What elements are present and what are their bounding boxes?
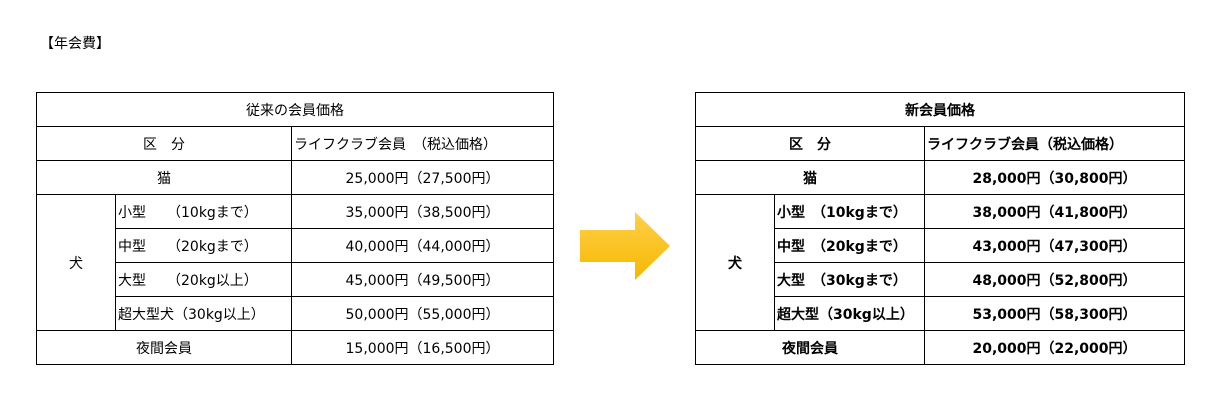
new-dog-size-price: 43,000円（47,300円） xyxy=(924,228,1185,263)
old-night-price: 15,000円（16,500円） xyxy=(290,330,555,365)
old-col-kubun: 区 分 xyxy=(36,126,292,161)
new-table-title: 新会員価格 xyxy=(695,92,1185,127)
table-row: 超大型（30kg以上） 53,000円（58,300円） xyxy=(696,296,1185,331)
table-row: 区 分 ライフクラブ会員（税込価格） xyxy=(695,126,1185,161)
new-col-price: ライフクラブ会員（税込価格） xyxy=(924,126,1185,161)
table-row: 犬 小型 （10kgまで） 35,000円（38,500円） xyxy=(36,194,555,331)
old-cat-price: 25,000円（27,500円） xyxy=(290,160,555,195)
table-row: 中型 （20kgまで） 40,000円（44,000円） xyxy=(37,228,555,263)
new-cat-price: 28,000円（30,800円） xyxy=(924,160,1185,195)
table-row: 夜間会員 20,000円（22,000円） xyxy=(695,330,1185,365)
old-dog-label: 犬 xyxy=(36,194,116,331)
new-dog-label: 犬 xyxy=(695,194,775,331)
old-dog-size-price: 45,000円（49,500円） xyxy=(290,262,555,297)
page-heading: 【年会費】 xyxy=(40,36,110,52)
new-night-price: 20,000円（22,000円） xyxy=(924,330,1185,365)
right-arrow-icon xyxy=(580,212,670,280)
old-price-table: 従来の会員価格 区 分 ライフクラブ会員 （税込価格） 猫 25,000円（27… xyxy=(35,92,555,365)
table-row: 従来の会員価格 xyxy=(35,92,555,127)
old-cat-label: 猫 xyxy=(36,160,292,195)
old-dog-size-price: 35,000円（38,500円） xyxy=(290,194,555,229)
new-col-kubun: 区 分 xyxy=(695,126,925,161)
table-row: 大型 （20kg以上） 45,000円（49,500円） xyxy=(37,262,555,297)
new-night-label: 夜間会員 xyxy=(695,330,925,365)
new-dog-size-label: 大型 （30kgまで） xyxy=(774,262,925,297)
table-row: 夜間会員 15,000円（16,500円） xyxy=(36,330,555,365)
table-row: 新会員価格 xyxy=(695,92,1185,127)
new-dog-size-label: 小型 （10kgまで） xyxy=(774,194,925,229)
new-dog-size-label: 超大型（30kg以上） xyxy=(774,296,925,331)
table-row: 猫 25,000円（27,500円） xyxy=(36,160,555,195)
table-row: 中型 （20kgまで） 43,000円（47,300円） xyxy=(696,228,1185,263)
new-dog-size-label: 中型 （20kgまで） xyxy=(774,228,925,263)
old-dog-size-price: 40,000円（44,000円） xyxy=(290,228,555,263)
old-dog-size-label: 大型 （20kg以上） xyxy=(115,262,292,297)
new-cat-label: 猫 xyxy=(695,160,925,195)
old-night-label: 夜間会員 xyxy=(36,330,292,365)
table-row: 猫 28,000円（30,800円） xyxy=(695,160,1185,195)
old-dog-size-label: 超大型犬（30kg以上） xyxy=(115,296,292,331)
old-dog-size-price: 50,000円（55,000円） xyxy=(290,296,555,331)
old-dog-size-label: 小型 （10kgまで） xyxy=(115,194,292,229)
new-price-table: 新会員価格 区 分 ライフクラブ会員（税込価格） 猫 28,000円（30,80… xyxy=(695,92,1185,365)
table-row: 超大型犬（30kg以上） 50,000円（55,000円） xyxy=(37,296,555,331)
old-table-title: 従来の会員価格 xyxy=(35,92,555,127)
table-row: 犬 小型 （10kgまで） 38,000円（41,800円） xyxy=(695,194,1185,331)
table-row: 区 分 ライフクラブ会員 （税込価格） xyxy=(36,126,555,161)
new-dog-size-price: 53,000円（58,300円） xyxy=(924,296,1185,331)
table-row: 大型 （30kgまで） 48,000円（52,800円） xyxy=(696,262,1185,297)
old-col-price: ライフクラブ会員 （税込価格） xyxy=(290,126,555,161)
new-dog-size-price: 38,000円（41,800円） xyxy=(924,194,1185,229)
old-dog-size-label: 中型 （20kgまで） xyxy=(115,228,292,263)
new-dog-size-price: 48,000円（52,800円） xyxy=(924,262,1185,297)
